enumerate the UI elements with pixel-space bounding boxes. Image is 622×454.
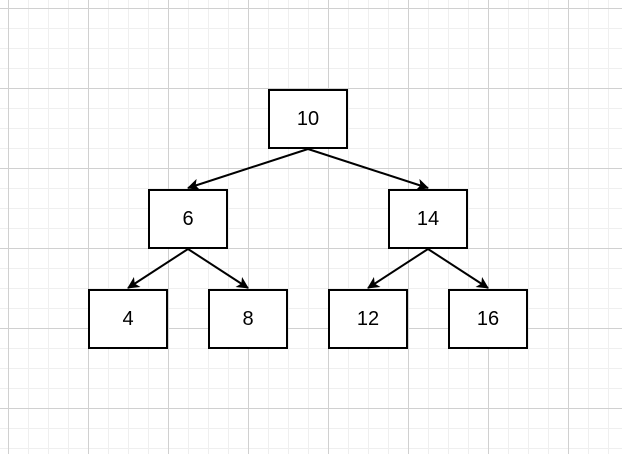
edge-10-to-14 (307, 148, 429, 191)
edge-6-to-8 (187, 248, 249, 289)
node-4[interactable]: 4 (88, 289, 168, 349)
edge-10-to-6 (187, 148, 309, 191)
node-8[interactable]: 8 (208, 289, 288, 349)
node-12[interactable]: 12 (328, 289, 408, 349)
node-10[interactable]: 10 (268, 89, 348, 149)
node-6[interactable]: 6 (148, 189, 228, 249)
edge-14-to-12 (367, 248, 429, 289)
edge-14-to-16 (427, 248, 489, 289)
node-14[interactable]: 14 (388, 189, 468, 249)
edge-6-to-4 (127, 248, 189, 289)
node-16[interactable]: 16 (448, 289, 528, 349)
